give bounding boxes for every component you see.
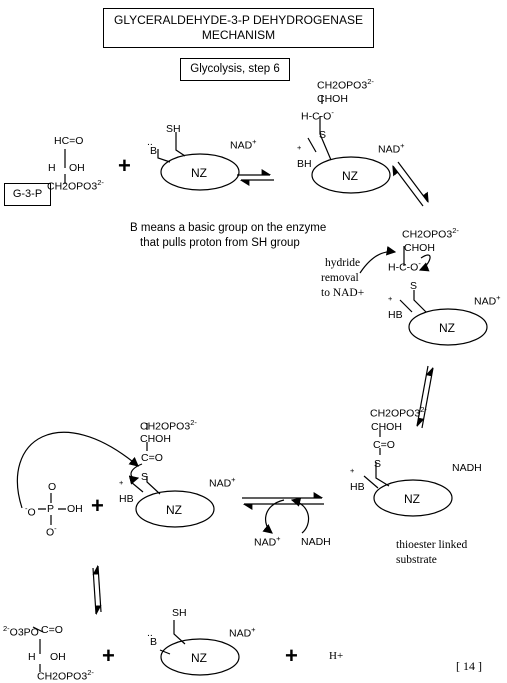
exchange-nadh: NADH (301, 536, 331, 548)
enzyme-ellipse-6 (160, 638, 240, 676)
g3p-h-label: H (48, 162, 56, 174)
enzyme-ellipse-1 (160, 153, 240, 191)
plus-sign-3: + (102, 643, 115, 668)
enzyme-ellipse-2 (311, 156, 391, 194)
int1-ch2opo3: CH2OPO32- (317, 77, 374, 92)
caption-hydride-2: removal (321, 272, 359, 284)
int2-s: S (410, 280, 418, 292)
g3p-ch2opo3: CH2OPO32- (47, 178, 104, 193)
enzyme6-lone-pair: .. (147, 627, 153, 639)
enzyme4-nadh: NADH (452, 462, 482, 474)
caption-basic-group-1: B means a basic group on the enzyme (130, 222, 327, 234)
enzyme-ellipse-5 (135, 490, 215, 528)
int4-s: S (141, 471, 149, 483)
enzyme6-b: B (150, 636, 158, 648)
title-line-2: MECHANISM (201, 28, 276, 42)
enzyme3-nad: NAD+ (474, 293, 501, 308)
aldehyde-group: HC=O (54, 135, 84, 147)
int4-choh: CHOH (140, 433, 171, 445)
phosphate-left-o: -O (25, 504, 36, 519)
enzyme3-label: NZ (439, 321, 455, 335)
enzyme1-nad: NAD+ (230, 137, 257, 152)
phosphate-p: P (47, 503, 55, 515)
enzyme1-lone-pair: .. (147, 136, 153, 148)
enzyme1-sh: SH (166, 123, 181, 135)
subtitle-box: Glycolysis, step 6 (180, 58, 290, 81)
int1-bh: +BH (297, 143, 312, 170)
int4-ceqo: C=O (141, 452, 163, 464)
int2-hb: +HB (388, 294, 403, 321)
enzyme5-nad: NAD+ (209, 475, 236, 490)
product-h: H (28, 651, 36, 663)
exchange-nad: NAD+ (254, 534, 281, 549)
g3p-label: G-3-P (12, 188, 43, 200)
g3p-oh-label: OH (69, 162, 85, 174)
enzyme-ellipse-3 (408, 308, 488, 346)
enzyme6-sh: SH (172, 607, 187, 619)
caption-basic-group-2: that pulls proton from SH group (140, 237, 300, 249)
phosphate-oh: OH (67, 503, 83, 515)
int2-choh: CHOH (404, 242, 435, 254)
enzyme2-label: NZ (342, 169, 358, 183)
int3-ceqo: C=O (373, 439, 395, 451)
int3-choh: CHOH (371, 421, 402, 433)
int1-choh: CHOH (317, 93, 348, 105)
title-line-1: GLYCERALDEHYDE-3-P DEHYDROGENASE (114, 13, 363, 27)
enzyme5-label: NZ (166, 503, 182, 517)
caption-thioester-2: substrate (396, 554, 437, 566)
enzyme1-label: NZ (191, 166, 207, 180)
title-box: GLYCERALDEHYDE-3-P DEHYDROGENASE MECHANI… (103, 8, 374, 48)
enzyme-ellipse-4 (373, 479, 453, 517)
int2-hco: H-C-O- (388, 259, 421, 274)
int4-hb: +HB (119, 478, 134, 505)
product-oh: OH (50, 651, 66, 663)
int3-s: S (374, 458, 382, 470)
enzyme6-nad: NAD+ (229, 625, 256, 640)
page-number: [ 14 ] (456, 659, 482, 673)
product-ch2opo3: CH2OPO32- (37, 668, 94, 683)
plus-sign-2: + (91, 493, 104, 518)
int1-hco: H-C-O- (301, 108, 334, 123)
g3p-box: G-3-P (4, 183, 51, 206)
int3-hb: +HB (350, 466, 365, 493)
plus-sign-1: + (118, 153, 131, 178)
int3-ch2opo3: CH2OPO32- (370, 405, 427, 420)
caption-hydride-3: to NAD+ (321, 287, 365, 299)
caption-hydride-1: hydride (325, 257, 361, 269)
plus-sign-4: + (285, 643, 298, 668)
product-ceqo: C=O (41, 624, 63, 636)
subtitle: Glycolysis, step 6 (190, 63, 280, 75)
enzyme4-label: NZ (404, 492, 420, 506)
int1-s: S (319, 129, 327, 141)
phosphate-top-o: O (48, 481, 57, 493)
phosphate-bottom-o: O- (46, 524, 57, 539)
enzyme6-label: NZ (191, 651, 207, 665)
product-o3po: 2-O3PO (3, 624, 39, 639)
caption-thioester-1: thioester linked (396, 539, 468, 551)
int2-ch2opo3: CH2OPO32- (402, 226, 459, 241)
enzyme2-nad: NAD+ (378, 141, 405, 156)
h-plus: H+ (329, 650, 344, 662)
enzyme1-b: B (150, 145, 158, 157)
int4-ch2opo3: CH2OPO32- (140, 418, 197, 433)
